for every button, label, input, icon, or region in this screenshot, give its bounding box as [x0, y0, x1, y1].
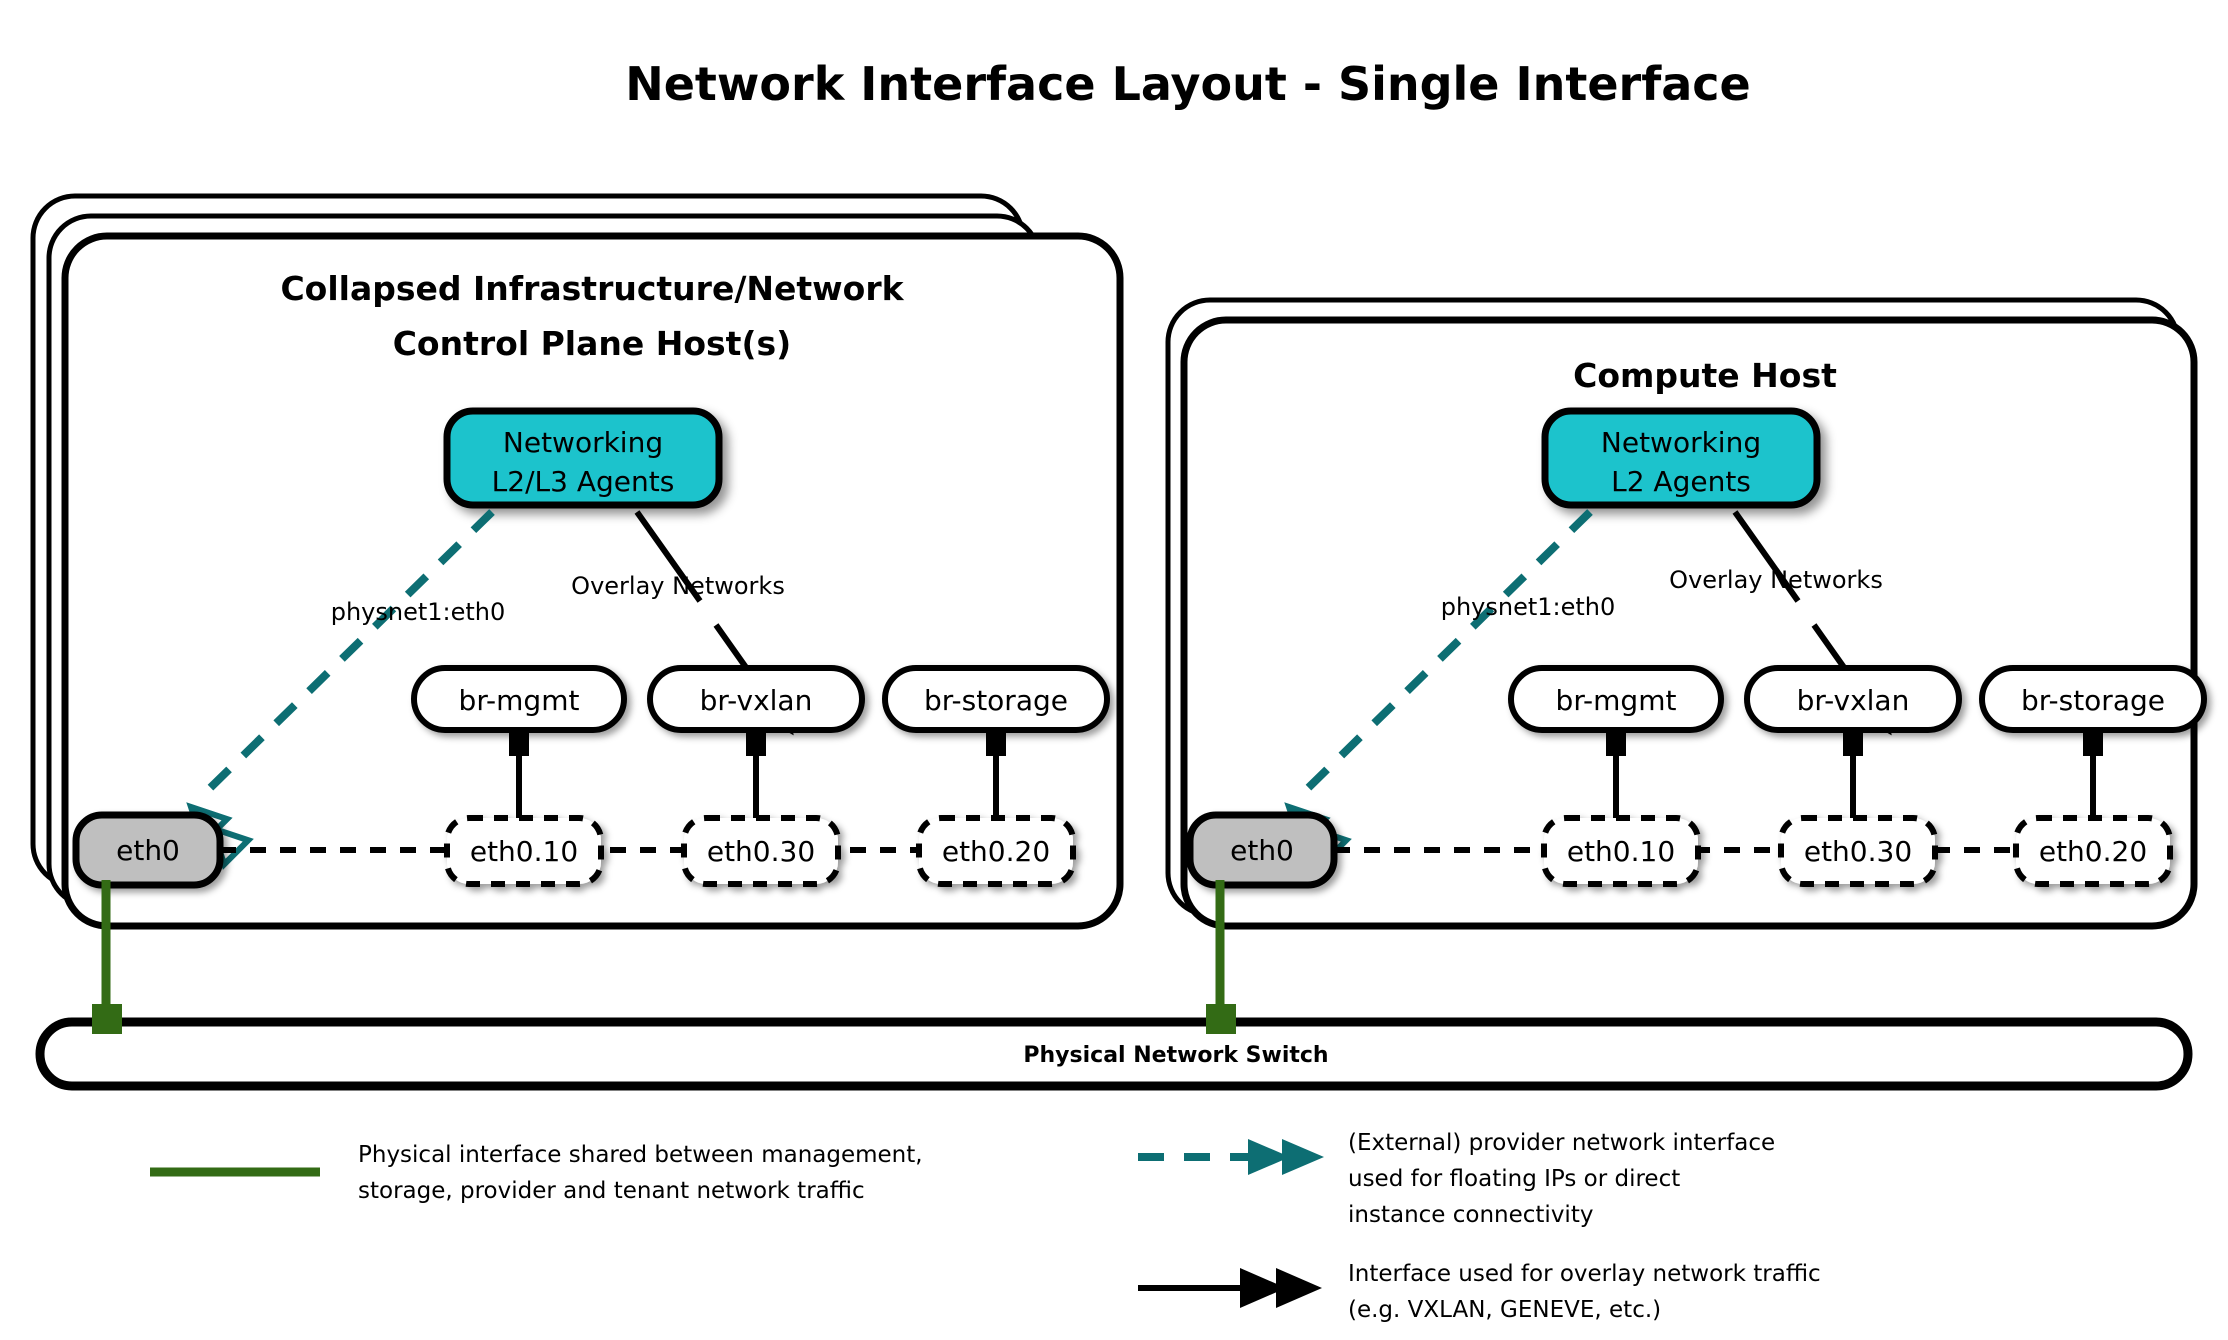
overlay-edge-label: Overlay Networks	[571, 572, 785, 600]
vlan-node[interactable]	[444, 815, 604, 887]
vlan-label: eth0.10	[1567, 835, 1675, 868]
agent-box[interactable]	[443, 407, 723, 509]
bridge-label: br-storage	[2021, 684, 2165, 717]
agent-label-line2: L2 Agents	[1611, 465, 1751, 498]
host-title-line2: Control Plane Host(s)	[393, 324, 792, 363]
physical-port-left	[92, 1004, 122, 1034]
bridge-label: br-mgmt	[459, 684, 580, 717]
switch-body	[35, 1017, 2193, 1091]
vlan-node[interactable]	[2013, 815, 2173, 887]
host-body	[61, 232, 1124, 930]
vlan-label: eth0.20	[942, 835, 1050, 868]
vlan-node[interactable]	[916, 815, 1076, 887]
legend-item-physical: Physical interface shared between manage…	[150, 1142, 923, 1204]
legend-text-line: used for floating IPs or direct	[1348, 1166, 1680, 1192]
vlan-node[interactable]	[1541, 815, 1701, 887]
legend-text-line: Physical interface shared between manage…	[358, 1142, 923, 1168]
vlan-node[interactable]	[681, 815, 841, 887]
vlan-node[interactable]	[1778, 815, 1938, 887]
legend-text-line: Interface used for overlay network traff…	[1348, 1261, 1821, 1287]
bridge-label: br-mgmt	[1556, 684, 1677, 717]
provider-edge-label: physnet1:eth0	[331, 598, 506, 626]
legend-overlay-arrowhead-icon	[1240, 1268, 1322, 1308]
legend-text-line: (e.g. VXLAN, GENEVE, etc.)	[1348, 1297, 1661, 1323]
overlay-edge-label: Overlay Networks	[1669, 566, 1883, 594]
switch-label: Physical Network Switch	[1023, 1043, 1328, 1068]
physical-interface-label: eth0	[116, 834, 180, 867]
agent-label-line2: L2/L3 Agents	[492, 465, 675, 498]
provider-network-edge	[202, 509, 495, 796]
physical-interface-label: eth0	[1230, 834, 1294, 867]
vlan-label: eth0.30	[1804, 835, 1912, 868]
agent-label-line1: Networking	[1601, 426, 1761, 459]
legend-text-line: instance connectivity	[1348, 1202, 1593, 1228]
host-control-plane: Collapsed Infrastructure/Network Control…	[30, 193, 1124, 930]
host-body	[1180, 316, 2198, 930]
legend-text-line: storage, provider and tenant network tra…	[358, 1178, 865, 1204]
legend-item-overlay: Interface used for overlay network traff…	[1138, 1261, 1821, 1323]
host-title-line1: Compute Host	[1573, 356, 1837, 395]
physical-network-switch: Physical Network Switch	[35, 1017, 2193, 1091]
vlan-label: eth0.20	[2039, 835, 2147, 868]
page-title: Network Interface Layout - Single Interf…	[625, 57, 1751, 111]
vlan-label: eth0.30	[707, 835, 815, 868]
physical-port-right	[1206, 1004, 1236, 1034]
legend-provider-arrowhead-icon	[1248, 1139, 1324, 1175]
legend: Physical interface shared between manage…	[150, 1130, 1821, 1323]
bridge-label: br-vxlan	[1797, 684, 1910, 717]
legend-item-provider: (External) provider network interface us…	[1138, 1130, 1775, 1228]
bridge-label: br-storage	[924, 684, 1068, 717]
host-title-line1: Collapsed Infrastructure/Network	[280, 269, 904, 308]
vlan-label: eth0.10	[470, 835, 578, 868]
host-compute: Compute Host Networking L2 Agents physne…	[1165, 297, 2207, 930]
bridge-label: br-vxlan	[700, 684, 813, 717]
provider-edge-label: physnet1:eth0	[1441, 593, 1616, 621]
provider-network-edge	[1300, 509, 1593, 796]
agent-label-line1: Networking	[503, 426, 663, 459]
agent-box[interactable]	[1541, 407, 1821, 509]
legend-text-line: (External) provider network interface	[1348, 1130, 1775, 1156]
